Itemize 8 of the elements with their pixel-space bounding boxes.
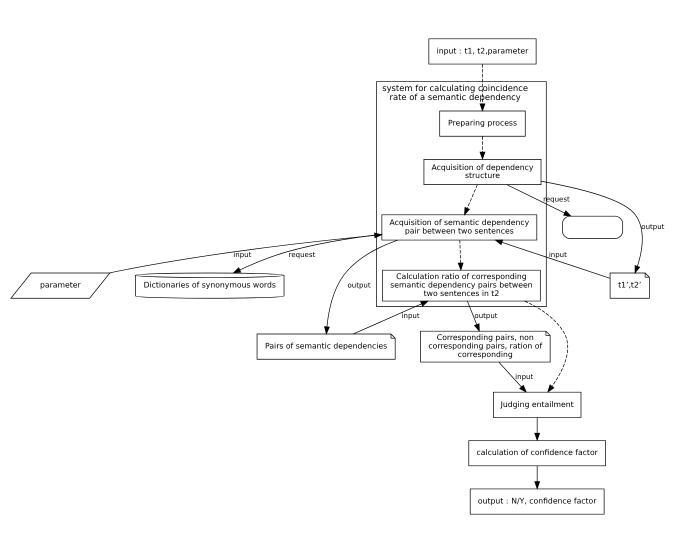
edge-label: request [288, 249, 316, 258]
edge-label: output [641, 222, 664, 231]
edge-label: input [402, 310, 420, 320]
edge-label: input [548, 249, 567, 258]
edge-label: input [233, 249, 252, 258]
edge-label: output [348, 280, 371, 289]
edge-label: input [515, 371, 534, 380]
edge-label: output [474, 310, 498, 320]
